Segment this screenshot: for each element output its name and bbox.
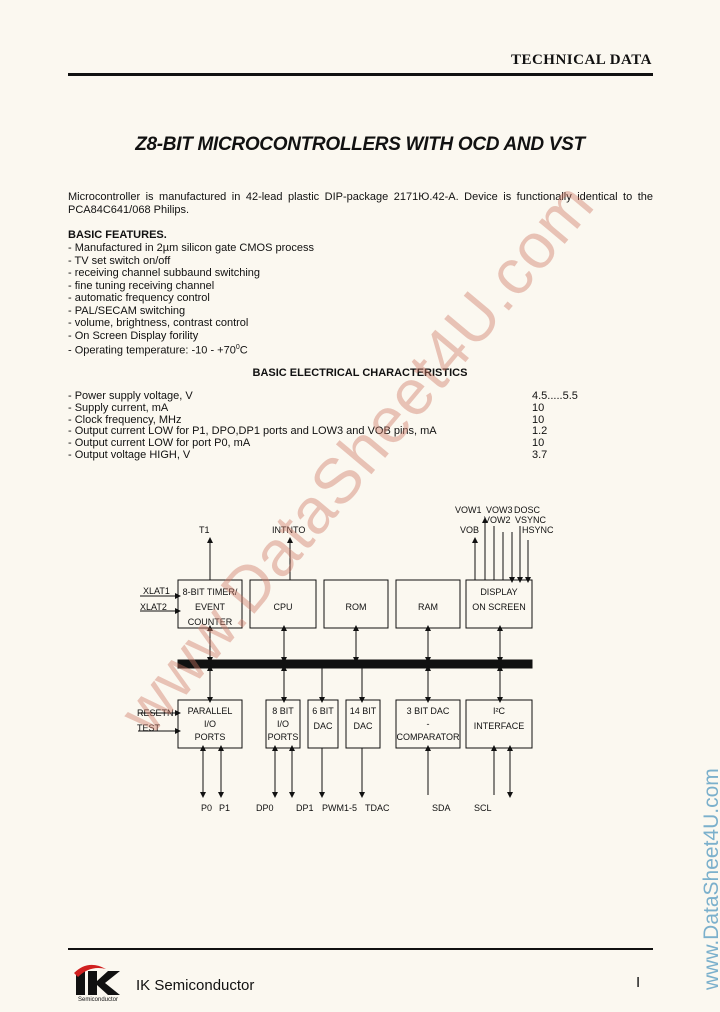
row-label: - Clock frequency, MHz [68, 413, 182, 426]
signal-scl: SCL [474, 803, 492, 813]
signal-vsync: VSYNC [515, 515, 547, 525]
signal-vow1: VOW1 [455, 505, 482, 515]
block-ram: RAM [418, 602, 438, 612]
features-heading: BASIC FEATURES. [68, 229, 167, 241]
signal-dp1: DP1 [296, 803, 314, 813]
signal-dp0: DP0 [256, 803, 274, 813]
signal-test: TEST [137, 723, 161, 733]
table-row: - Output current LOW for port P0, mA 10 [68, 437, 588, 450]
table-row: - Power supply voltage, V 4.5.....5.5 [68, 390, 588, 403]
signal-hsync: HSYNC [522, 525, 554, 535]
list-item: - PAL/SECAM switching [68, 304, 186, 317]
block-cpu: CPU [273, 602, 292, 612]
list-item: - volume, brightness, contrast control [68, 317, 249, 329]
block-timer-line3: COUNTER [188, 617, 233, 627]
temp-unit: C [239, 344, 248, 357]
row-value: 10 [532, 413, 545, 426]
block-timer-line1: 8-BIT TIMER/ [183, 587, 238, 597]
block-dac3-line1: 3 BIT DAC [407, 706, 450, 716]
block-parallel-line1: PARALLEL [188, 706, 233, 716]
footer-rule [68, 948, 653, 950]
block-i2c-line2: INTERFACE [474, 721, 525, 731]
temp-degree: 0 [235, 344, 240, 351]
block-parallel-line3: PORTS [195, 732, 226, 742]
list-item: - TV set switch on/off [68, 254, 171, 267]
row-value: 3.7 [532, 448, 548, 461]
block-dac14-line2: DAC [353, 721, 373, 731]
block-dac14-line1: 14 BIT [350, 706, 377, 716]
intro-paragraph: Microcontroller is manufactured in 42-le… [68, 191, 653, 216]
block-io8-line1: 8 BIT [272, 706, 294, 716]
row-value: 10 [532, 437, 545, 450]
block-i2c-line1: I²C [493, 706, 505, 716]
logo-subtext: Semiconductor [78, 997, 118, 1003]
block-dac3-line2: - [427, 719, 430, 729]
row-label: - Output current LOW for P1, DPO,DP1 por… [68, 425, 437, 438]
signal-vob: VOB [460, 525, 479, 535]
list-item-temperature: - Operating temperature: -10 - +700C [68, 342, 314, 357]
signal-dosc: DOSC [514, 505, 541, 515]
list-item: - On Screen Display forility [68, 329, 199, 342]
signal-vow2: VOW2 [484, 515, 511, 525]
signal-p1: P1 [219, 803, 230, 813]
block-io8-line3: PORTS [268, 732, 299, 742]
signal-xlat2: XLAT2 [140, 602, 167, 612]
signal-xlat1: XLAT1 [143, 586, 170, 596]
block-io8-line2: I/O [277, 719, 289, 729]
signal-p0: P0 [201, 803, 212, 813]
row-value: 4.5.....5.5 [532, 390, 578, 402]
document-title: Z8-BIT MICROCONTROLLERS WITH OCD AND VST [135, 134, 585, 155]
list-item: - fine tuning receiving channel [68, 279, 215, 292]
block-dac6-line2: DAC [313, 721, 333, 731]
row-label: - Supply current, mA [68, 401, 169, 414]
block-dac3-line3: COMPARATOR [396, 732, 460, 742]
signal-vow3: VOW3 [486, 505, 513, 515]
list-item: - automatic frequency control [68, 292, 210, 304]
electrical-list: - Power supply voltage, V 4.5.....5.5 - S… [68, 390, 588, 462]
block-diagram: T1 INTNTO VOW1 VOW3 DOSC VOW2 VSYNC VOB … [137, 505, 554, 813]
signal-t1: T1 [199, 525, 210, 535]
table-row: - Supply current, mA 10 [68, 401, 588, 415]
side-watermark-text: www.DataSheet4U.com [700, 768, 720, 990]
block-display-line2: ON SCREEN [472, 602, 526, 612]
signal-pwm: PWM1-5 [322, 803, 357, 813]
block-dac6-line1: 6 BIT [312, 706, 334, 716]
block-display-line1: DISPLAY [480, 587, 517, 597]
row-value: 1.2 [532, 425, 548, 438]
block-timer-line2: EVENT [195, 602, 226, 612]
electrical-heading: BASIC ELECTRICAL CHARACTERISTICS [252, 367, 468, 379]
row-label: - Output voltage HIGH, V [68, 448, 191, 461]
features-list: - Manufactured in 2µm silicon gate CMOS … [68, 242, 314, 357]
signal-tdac: TDAC [365, 803, 390, 813]
block-parallel-line2: I/O [204, 719, 216, 729]
list-item: - Manufactured in 2µm silicon gate CMOS … [68, 242, 314, 254]
row-label: - Output current LOW for port P0, mA [68, 437, 251, 450]
table-row: - Output voltage HIGH, V 3.7 [68, 448, 588, 462]
ik-logo-icon: Semiconductor [74, 964, 120, 1003]
list-item: - receiving channel subbaund switching [68, 267, 261, 279]
header-title: TECHNICAL DATA [510, 52, 652, 68]
header-rule [68, 73, 653, 76]
signal-intnto: INTNTO [272, 525, 305, 535]
page-number: I [636, 974, 641, 991]
row-value: 10 [532, 401, 545, 414]
block-rom: ROM [346, 602, 367, 612]
row-label: - Power supply voltage, V [68, 390, 193, 402]
table-row: - Output current LOW for P1, DPO,DP1 por… [68, 425, 588, 438]
signal-sda: SDA [432, 803, 451, 813]
signal-resetn: RESETN [137, 708, 174, 718]
company-name: IK Semiconductor [136, 977, 255, 994]
table-row: - Clock frequency, MHz 10 [68, 413, 588, 427]
temp-label: - Operating temperature: -10 - +70 [68, 344, 236, 357]
